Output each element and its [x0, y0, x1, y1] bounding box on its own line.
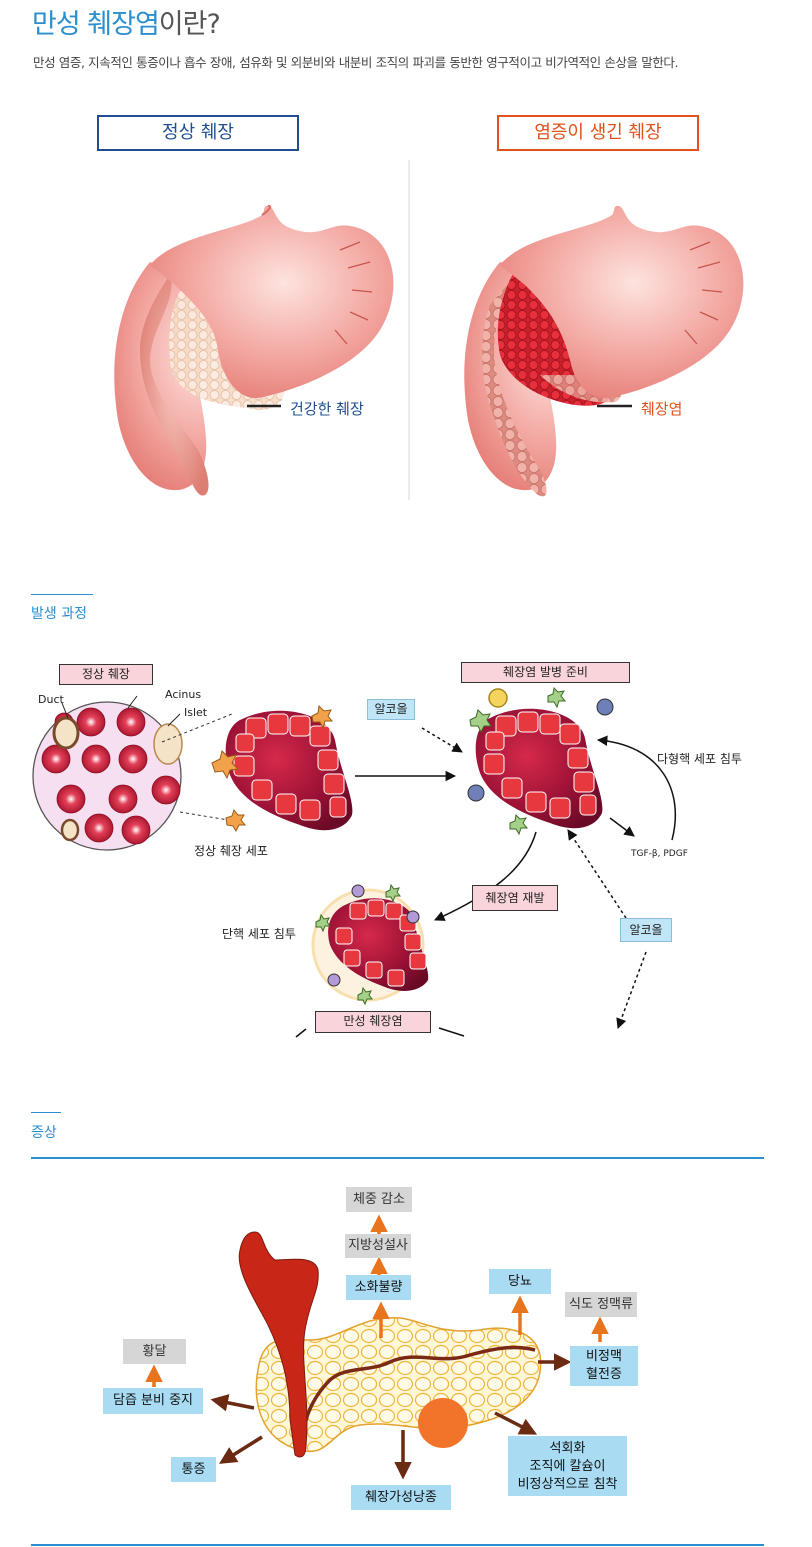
symptoms-top-rule: [31, 1157, 764, 1159]
normal-pancreas-figure: [114, 204, 394, 496]
pancreatitis-pointer-label: 췌장염: [641, 400, 683, 418]
title-rest: 이란?: [158, 9, 221, 40]
process-heading: 발생 과정: [31, 606, 87, 622]
acinus-label: Acinus: [165, 688, 202, 701]
symptoms-bottom-rule: [31, 1544, 764, 1546]
islet-label: Islet: [184, 706, 208, 719]
splenic-vein-thrombosis-label: 비정맥 혈전증: [570, 1346, 638, 1386]
chronic-pancreatitis-tag: 만성 췌장염: [315, 1011, 431, 1033]
normal-cells-label: 정상 췌장 세포: [194, 844, 268, 858]
diabetes-label: 당뇨: [489, 1269, 551, 1294]
alcohol-tag-1: 알코올: [367, 699, 415, 720]
jaundice-label: 황달: [123, 1339, 186, 1364]
inflamed-pancreas-label: 염증이 생긴 췌장: [497, 115, 699, 151]
weight-loss-label: 체중 감소: [346, 1187, 412, 1212]
polymorphonuclear-infiltration-label: 다형핵 세포 침투: [657, 752, 742, 766]
pseudocyst-label: 췌장가성낭종: [351, 1485, 451, 1510]
growth-factor-label: TGF-β, PDGF: [631, 849, 688, 859]
recurrent-cluster: [311, 883, 429, 1006]
page-description: 만성 염증, 지속적인 통증이나 흡수 장애, 섬유화 및 외분비와 내분비 조…: [33, 55, 679, 70]
esophageal-varices-label: 식도 정맥류: [565, 1292, 637, 1317]
recurrence-tag: 췌장염 재발: [472, 885, 558, 911]
title-highlight: 만성 췌장염: [32, 9, 160, 40]
pancreas-symptom-illustration: [238, 1231, 542, 1458]
healthy-pancreas-pointer-label: 건강한 췌장: [290, 400, 364, 418]
normal-pancreas-tag: 정상 췌장: [59, 664, 153, 685]
page-title: 만성 췌장염이란?: [32, 2, 221, 41]
bile-stop-label: 담즙 분비 중지: [103, 1388, 203, 1414]
process-heading-bar: [31, 594, 93, 595]
alcohol-tag-2: 알코올: [620, 918, 672, 942]
pancreas-comparison-illustration: [114, 160, 744, 500]
normal-acinar-cluster: [211, 704, 353, 833]
pancreatitis-prep-tag: 췌장염 발병 준비: [461, 662, 630, 683]
indigestion-label: 소화불량: [346, 1275, 411, 1300]
pancreatitis-prep-cluster: [467, 686, 614, 836]
mononuclear-infiltration-label: 단핵 세포 침투: [222, 927, 296, 941]
duct-label: Duct: [38, 693, 64, 706]
pain-label: 통증: [171, 1457, 216, 1482]
normal-pancreas-label: 정상 췌장: [97, 115, 299, 151]
calcification-label: 석회화 조직에 칼슘이 비정상적으로 침착: [508, 1436, 627, 1496]
steatorrhea-label: 지방성설사: [345, 1234, 411, 1258]
symptoms-heading: 증상: [31, 1125, 57, 1141]
process-diagram: [32, 686, 677, 1038]
symptoms-heading-bar: [31, 1112, 61, 1113]
inflamed-pancreas-figure: [464, 205, 744, 497]
